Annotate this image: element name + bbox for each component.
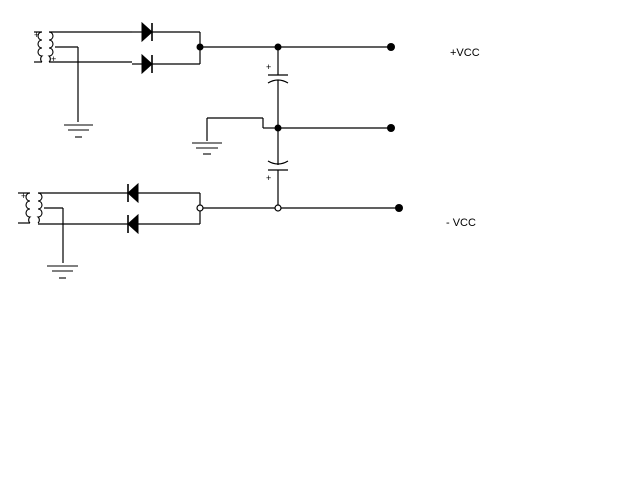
transformer-top-secondary-polarity: + [51, 54, 56, 64]
diode-top-1 [141, 21, 200, 43]
diode-bottom-1 [127, 182, 200, 204]
transformer-top-primary-coil [37, 31, 44, 63]
diode-top-2 [132, 53, 200, 75]
capacitor-top: + [266, 47, 289, 128]
terminal-positive [387, 43, 395, 51]
terminal-negative [395, 204, 403, 212]
capacitor-top-polarity: + [266, 62, 271, 72]
transformer-bottom-primary-polarity: + [21, 191, 26, 201]
transformer-bottom: + [18, 191, 130, 263]
junction-bottom-diodes [196, 204, 204, 212]
transformer-top-secondary-coil [47, 31, 54, 63]
ground-bottom-left [47, 265, 78, 279]
transformer-top-primary-polarity: + [34, 30, 39, 40]
capacitor-bottom-polarity: + [266, 173, 271, 183]
ground-top-left [64, 124, 93, 138]
transformer-bottom-secondary-coil [36, 192, 43, 224]
terminal-common [387, 124, 395, 132]
capacitor-bottom: + [266, 128, 289, 208]
junction-negative-rail [274, 204, 282, 212]
transformer-top: + + [34, 30, 132, 122]
positive-supply-label: +VCC [450, 47, 480, 59]
diode-bottom-2 [127, 213, 200, 235]
transformer-bottom-primary-coil [25, 192, 32, 224]
ground-center [192, 142, 222, 155]
negative-supply-label: - VCC [446, 217, 476, 229]
